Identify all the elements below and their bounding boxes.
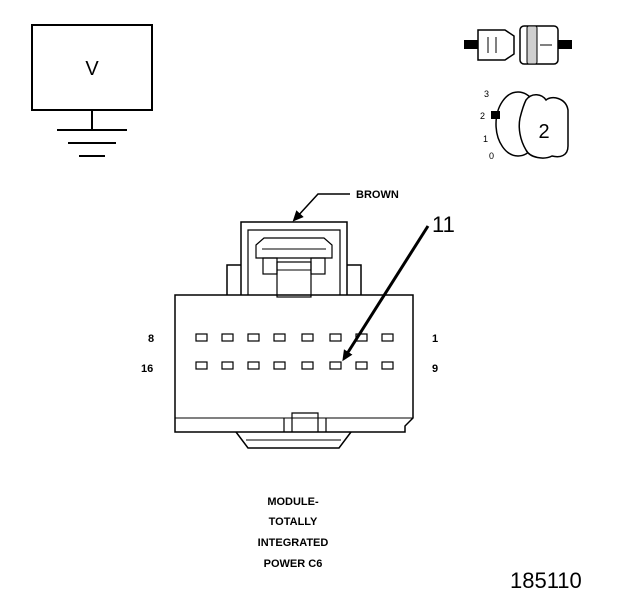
- pin-cavity: [381, 361, 394, 370]
- pin-cavity: [247, 333, 260, 342]
- caption-line-4: POWER C6: [264, 558, 323, 570]
- pin-cavity: [273, 361, 286, 370]
- key-position-3: 3: [484, 89, 489, 99]
- pin-cavity: [355, 361, 368, 370]
- ignition-switch-icon: 3 2 1 0 2: [480, 89, 569, 161]
- connector-color-label: BROWN: [356, 189, 399, 201]
- connector-caption: MODULE- TOTALLY INTEGRATED POWER C6: [258, 496, 329, 570]
- pin-cavity: [195, 361, 208, 370]
- key-position-0: 0: [489, 151, 494, 161]
- key-position-1: 1: [483, 134, 488, 144]
- pin-label-16: 16: [141, 363, 153, 375]
- caption-line-2: TOTALLY: [269, 516, 318, 528]
- voltmeter-label: V: [85, 58, 99, 80]
- key-position-indicator: 2: [538, 121, 549, 143]
- pin-cavity: [221, 333, 234, 342]
- figure-number: 185110: [510, 568, 582, 593]
- pin-cavity: [221, 361, 234, 370]
- probe-connector-icon: [464, 25, 572, 65]
- pin-cavity: [301, 333, 314, 342]
- color-callout: BROWN: [292, 189, 399, 222]
- connector-c6: 8 1 16 9: [141, 221, 438, 449]
- ground-icon: [57, 129, 127, 157]
- pin-cavity: [329, 333, 342, 342]
- voltmeter-symbol: V: [31, 24, 153, 157]
- pin-cavity: [381, 333, 394, 342]
- pin-cavity: [195, 333, 208, 342]
- callout-pin-number: 11: [432, 212, 455, 237]
- pin-callout: 11: [342, 212, 455, 362]
- caption-line-3: INTEGRATED: [258, 537, 329, 549]
- key-position-2: 2: [480, 111, 485, 121]
- pin-label-1: 1: [432, 333, 438, 345]
- pin-cavity: [273, 333, 286, 342]
- pin-cavity-grid: [195, 333, 394, 370]
- caption-line-1: MODULE-: [267, 496, 319, 508]
- pin-cavity: [301, 361, 314, 370]
- pin-cavity: [329, 361, 342, 370]
- pin-label-9: 9: [432, 363, 438, 375]
- pin-label-8: 8: [148, 333, 154, 345]
- pin-cavity: [247, 361, 260, 370]
